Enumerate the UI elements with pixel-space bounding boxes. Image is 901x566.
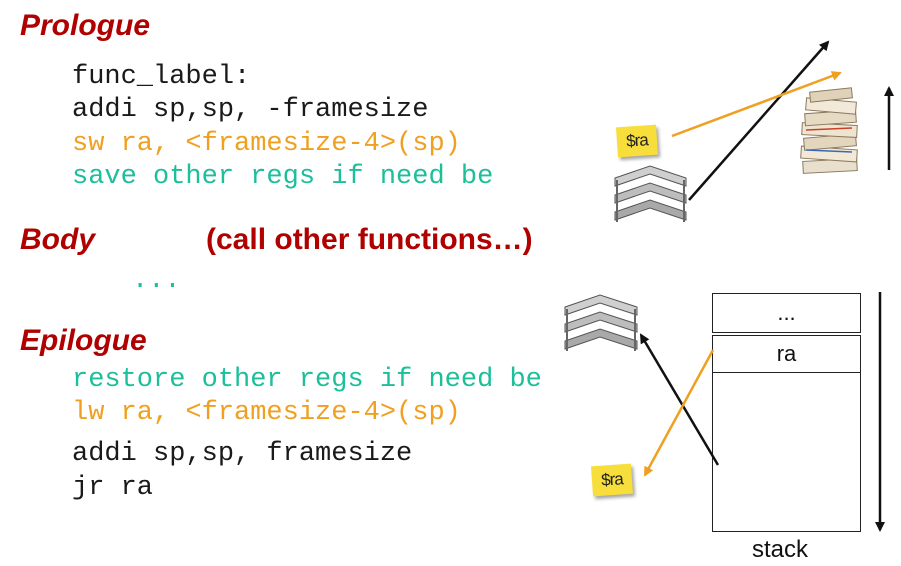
restore-ra-arrow [643, 349, 715, 477]
stack-label: stack [752, 536, 809, 563]
inbox-tray-icon-bottom [564, 294, 638, 351]
code-line-lw-ra: lw ra, <framesize-4>(sp) [72, 398, 461, 428]
code-line-addi-alloc: addi sp,sp, -framesize [72, 95, 429, 125]
code-line-func-label: func_label: [72, 62, 251, 92]
code-line-jr-ra: jr ra [72, 473, 154, 503]
save-ra-arrow [671, 71, 842, 138]
pop-arrow [639, 333, 720, 466]
paper-stack-icon [800, 87, 858, 174]
body-note: (call other functions…) [206, 223, 533, 256]
body-ellipsis: ... [132, 266, 181, 296]
body-heading: Body [20, 223, 95, 256]
code-line-sw-ra: sw ra, <framesize-4>(sp) [72, 129, 461, 159]
stack-cell-ra: ra [712, 335, 861, 373]
code-line-addi-dealloc: addi sp,sp, framesize [72, 439, 413, 469]
stack-cell-top: ... [712, 293, 861, 333]
code-line-save-regs: save other regs if need be [72, 162, 494, 192]
push-arrow [688, 40, 830, 201]
epilogue-heading: Epilogue [20, 324, 147, 357]
inbox-tray-icon-top [614, 165, 687, 222]
stack-cell-frame [712, 372, 861, 532]
prologue-heading: Prologue [20, 9, 151, 42]
code-line-restore-regs: restore other regs if need be [72, 365, 542, 395]
